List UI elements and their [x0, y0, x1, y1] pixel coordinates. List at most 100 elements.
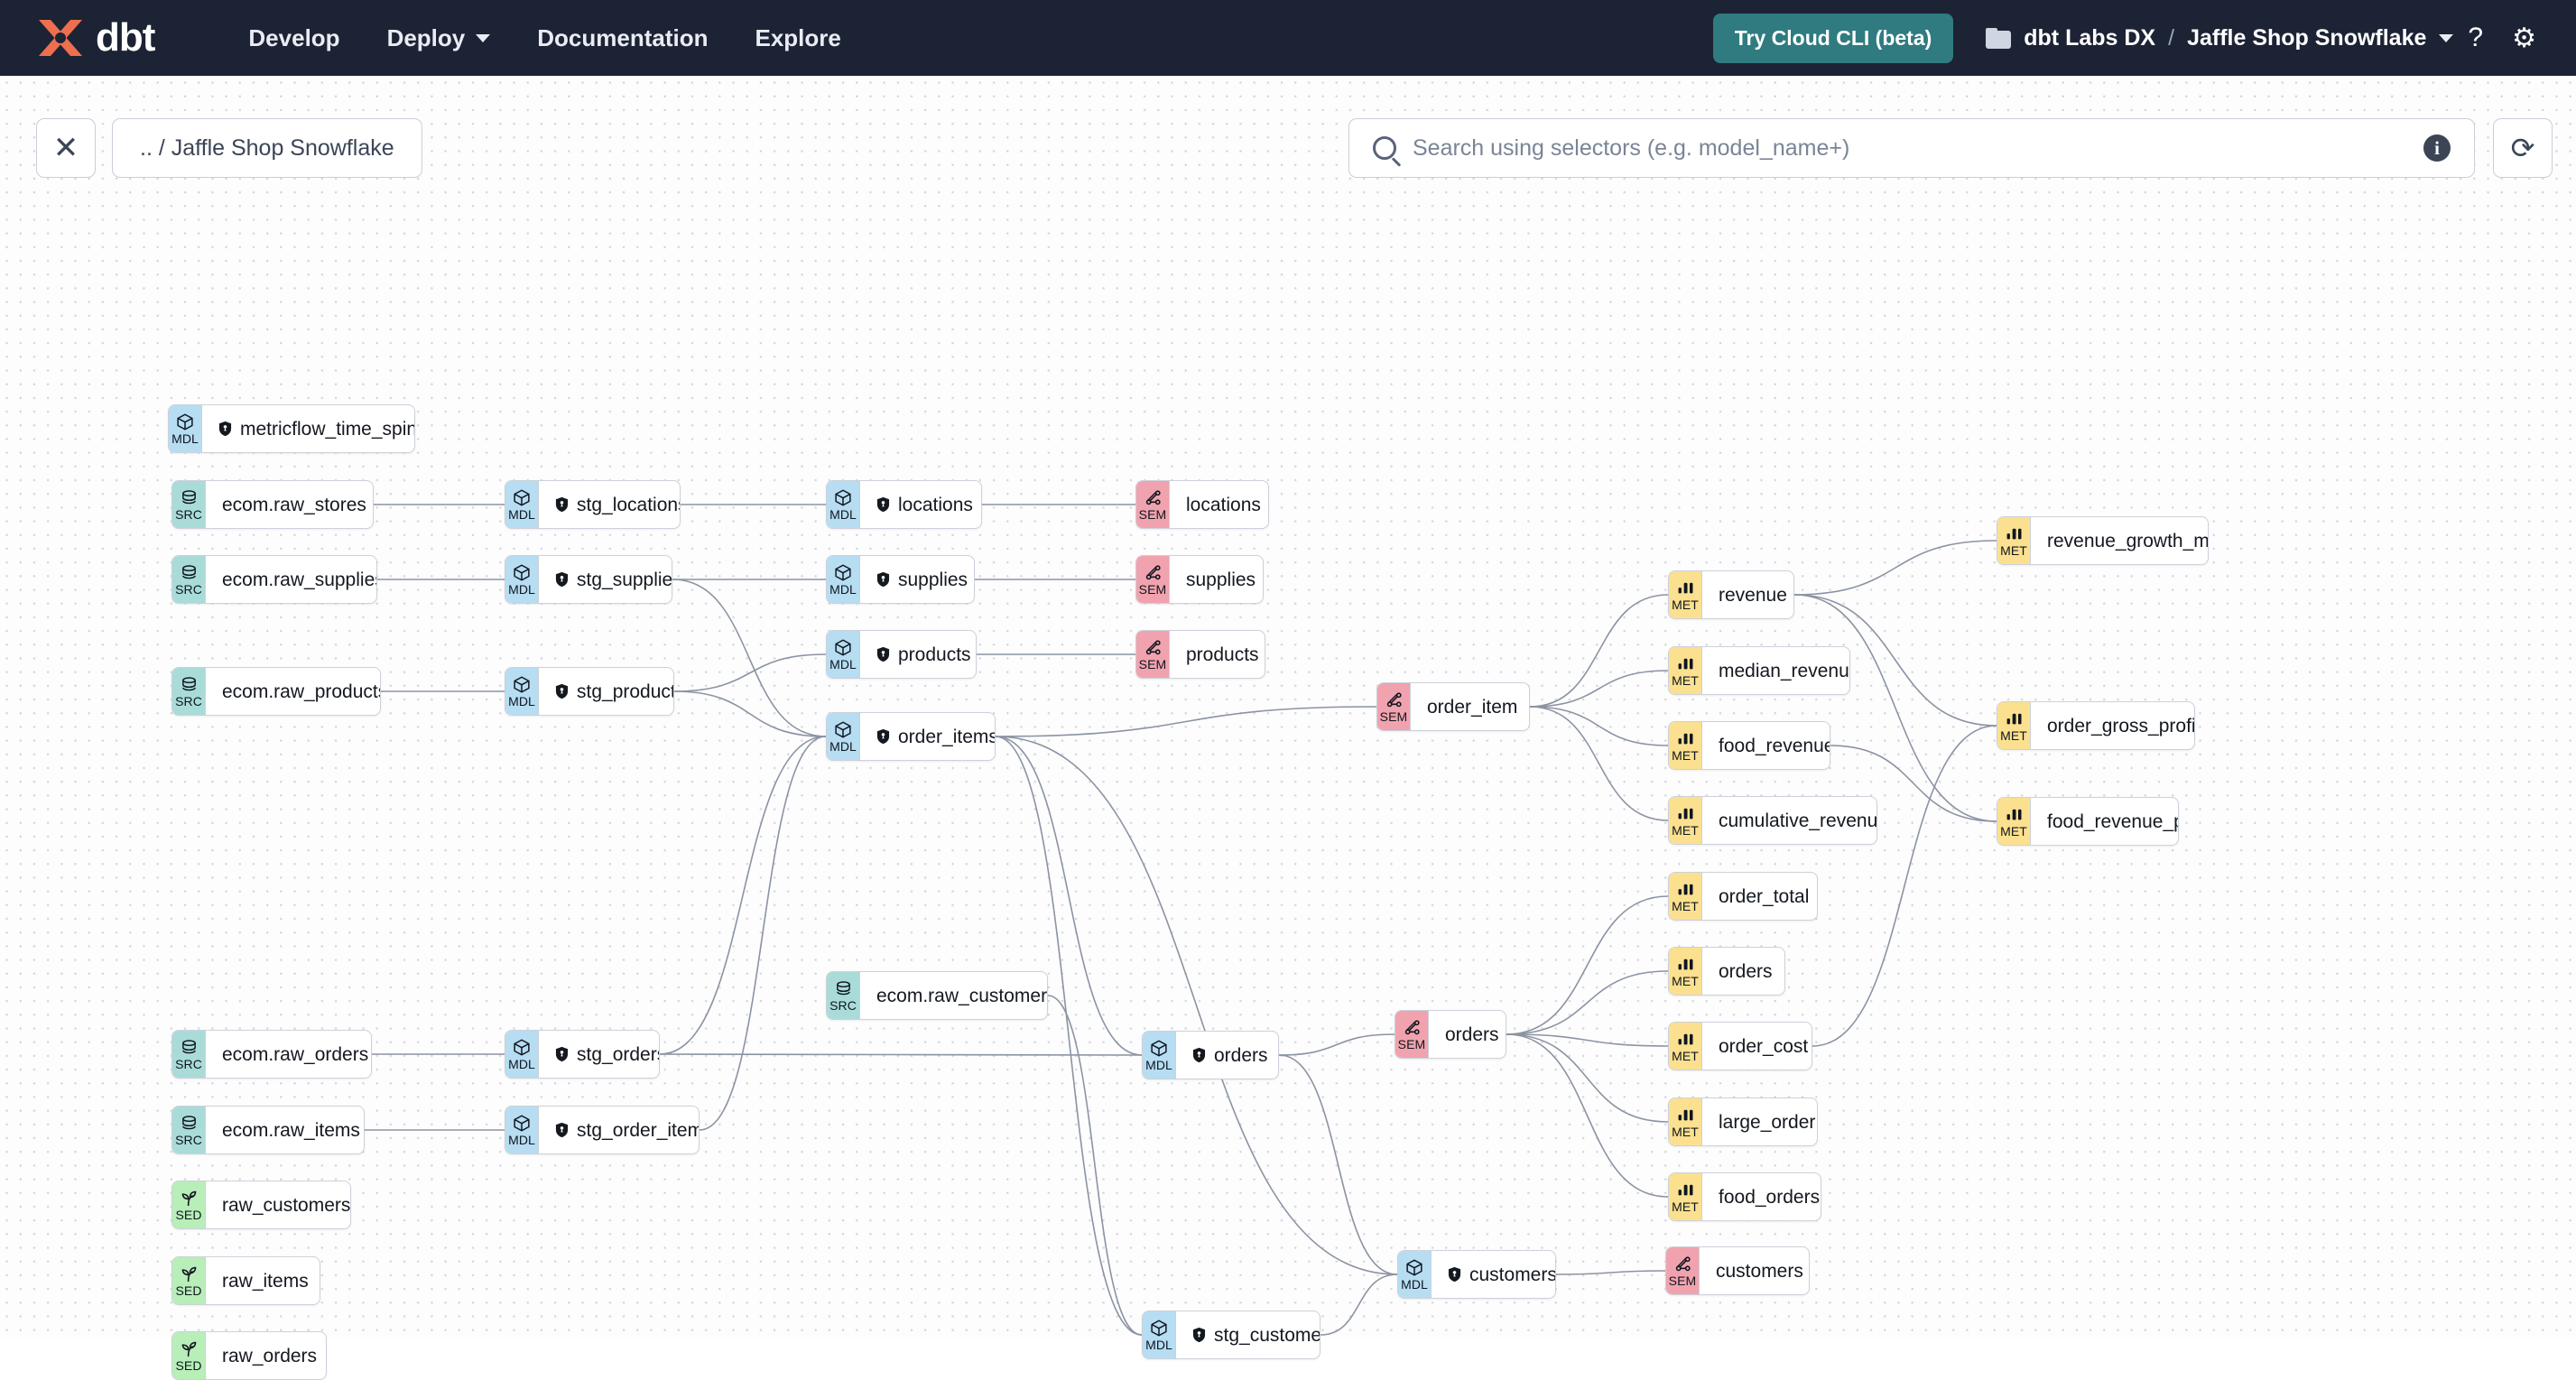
- lineage-edge: [699, 736, 827, 1131]
- node-type-badge-label: SEM: [1379, 709, 1408, 724]
- node-type-badge-label: MET: [1672, 1199, 1699, 1214]
- protected-shield-icon: [555, 1046, 569, 1062]
- graph-node-body: raw_customers: [205, 1181, 350, 1228]
- project-selector[interactable]: Jaffle Shop Snowflake: [2187, 24, 2427, 51]
- try-cloud-cli-button[interactable]: Try Cloud CLI (beta): [1712, 13, 1954, 63]
- protected-shield-icon: [555, 496, 569, 513]
- nav-item-deploy-label: Deploy: [386, 23, 466, 51]
- help-button[interactable]: ?: [2468, 23, 2484, 52]
- node-type-badge-label: SRC: [175, 506, 202, 522]
- graph-node-label: median_revenue: [1719, 660, 1850, 681]
- nav-right-cluster: Try Cloud CLI (beta) dbt Labs DX / Jaffl…: [1712, 13, 2551, 63]
- breadcrumb-back-button[interactable]: .. / Jaffle Shop Snowflake: [112, 118, 422, 178]
- graph-node-label: order_gross_profit: [2047, 715, 2195, 736]
- nav-item-deploy[interactable]: Deploy: [364, 24, 514, 52]
- node-type-badge-label: MET: [1672, 597, 1699, 612]
- lineage-edge: [1506, 1033, 1669, 1123]
- folder-icon: [1986, 27, 2012, 49]
- network-icon: SEM: [1666, 1247, 1699, 1294]
- search-input[interactable]: [1413, 134, 2423, 162]
- network-icon: SEM: [1377, 683, 1410, 730]
- node-type-badge-label: MET: [1672, 747, 1699, 763]
- lineage-edge: [1506, 1033, 1669, 1047]
- cube-icon: MDL: [827, 481, 859, 528]
- dbt-logo[interactable]: dbt: [32, 16, 155, 60]
- lineage-edge: [1812, 725, 1997, 1047]
- node-type-badge-label: SRC: [175, 581, 202, 597]
- graph-node-met_orders[interactable]: MET orders: [1668, 947, 1785, 996]
- bar-chart-icon: MET: [1997, 798, 2030, 845]
- graph-node-label: orders: [1719, 960, 1773, 982]
- node-type-badge-label: MDL: [829, 582, 857, 597]
- graph-node-body: ecom.raw_supplies: [205, 556, 376, 603]
- node-type-badge-label: SEM: [1397, 1037, 1426, 1051]
- nav-item-develop[interactable]: Develop: [225, 24, 363, 52]
- node-type-badge-label: MDL: [829, 507, 857, 522]
- nav-item-documentation[interactable]: Documentation: [514, 24, 731, 52]
- lineage-edge: [1320, 1273, 1398, 1336]
- nav-item-explore[interactable]: Explore: [731, 24, 864, 52]
- node-type-badge-label: MET: [2000, 542, 2027, 558]
- node-type-badge-label: SED: [175, 1358, 202, 1373]
- close-button[interactable]: ✕: [36, 118, 96, 178]
- gear-icon[interactable]: ⚙: [2512, 23, 2536, 53]
- graph-node-body: stg_locations: [538, 481, 680, 528]
- protected-shield-icon: [1192, 1327, 1206, 1343]
- search-bar[interactable]: i: [1348, 118, 2475, 178]
- node-type-badge-label: SEM: [1138, 507, 1167, 522]
- node-type-badge-label: MET: [2000, 823, 2027, 838]
- chevron-down-icon[interactable]: [2439, 33, 2454, 42]
- lineage-edge: [673, 653, 827, 692]
- graph-node-label: supplies: [1186, 569, 1256, 590]
- refresh-button[interactable]: ⟳: [2493, 118, 2553, 178]
- network-icon: SEM: [1136, 631, 1169, 678]
- bar-chart-icon: MET: [1669, 948, 1701, 995]
- database-icon: SRC: [172, 1107, 205, 1153]
- cube-icon: MDL: [1143, 1311, 1175, 1358]
- info-icon[interactable]: i: [2423, 134, 2451, 162]
- graph-node-body: order_items: [859, 713, 995, 760]
- graph-node-body: products: [1169, 631, 1265, 678]
- graph-node-label: products: [898, 644, 971, 665]
